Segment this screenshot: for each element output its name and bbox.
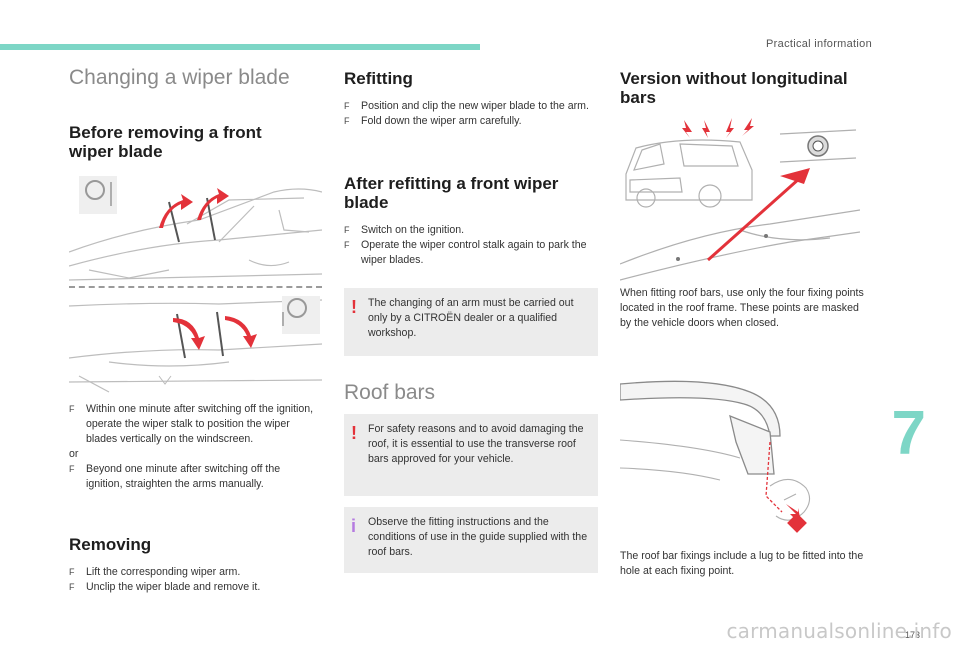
bullet-mark: F xyxy=(69,582,75,592)
before-removing-heading: Before removing a front wiper blade xyxy=(69,123,262,161)
bullet-mark: F xyxy=(344,240,350,250)
warning-arm-note: ! The changing of an arm must be carried… xyxy=(344,288,598,356)
list-item: F Operate the wiper control stalk again … xyxy=(344,239,587,266)
wiper-illustration-top xyxy=(69,170,322,286)
list-item: F Beyond one minute after switching off … xyxy=(69,463,281,490)
bullet-mark: F xyxy=(69,567,75,577)
removing-steps: F Lift the corresponding wiper arm. F Un… xyxy=(69,565,315,595)
bullet-mark: F xyxy=(69,404,75,414)
page-title: Changing a wiper blade xyxy=(69,66,290,89)
header-accent-bar xyxy=(0,44,480,50)
bullet-mark: F xyxy=(344,116,350,126)
illustration-divider xyxy=(69,286,322,288)
list-item: F Within one minute after switching off … xyxy=(69,403,314,445)
after-refitting-heading: After refitting a front wiper blade xyxy=(344,174,559,212)
fixing-points-text: When fitting roof bars, use only the fou… xyxy=(620,287,864,329)
list-item: F Unclip the wiper blade and remove it. xyxy=(69,581,261,593)
section-title: Practical information xyxy=(766,38,872,50)
info-icon: i xyxy=(351,516,357,536)
page-number: 173 xyxy=(904,630,920,640)
bullet-mark: F xyxy=(69,464,75,474)
list-item: F Fold down the wiper arm carefully. xyxy=(344,115,522,127)
before-removing-steps: F Within one minute after switching off … xyxy=(69,402,315,492)
after-refitting-steps: F Switch on the ignition. F Operate the … xyxy=(344,223,598,268)
warning-roof-note: ! For safety reasons and to avoid damagi… xyxy=(344,414,598,496)
warning-icon: ! xyxy=(351,423,357,443)
wiper-illustration-bottom xyxy=(69,292,322,396)
version-heading: Version without longitudinal bars xyxy=(620,69,848,107)
info-roof-note: i Observe the fitting instructions and t… xyxy=(344,507,598,573)
chapter-number: 7 xyxy=(891,399,926,468)
list-item: F Switch on the ignition. xyxy=(344,224,465,236)
removing-heading: Removing xyxy=(69,535,152,554)
roof-bars-title: Roof bars xyxy=(344,381,436,404)
list-item: F Lift the corresponding wiper arm. xyxy=(69,566,241,578)
list-item: F Position and clip the new wiper blade … xyxy=(344,100,589,112)
lug-text: The roof bar fixings include a lug to be… xyxy=(620,550,864,577)
roof-bar-lug-illustration xyxy=(620,376,840,542)
bullet-mark: F xyxy=(344,101,350,111)
watermark: carmanualsonline.info xyxy=(726,619,952,643)
refitting-steps: F Position and clip the new wiper blade … xyxy=(344,99,598,129)
bullet-mark: F xyxy=(344,225,350,235)
refitting-heading: Refitting xyxy=(344,69,413,88)
roof-fixing-illustration xyxy=(620,114,860,282)
or-label: or xyxy=(69,448,79,460)
warning-icon: ! xyxy=(351,297,357,317)
